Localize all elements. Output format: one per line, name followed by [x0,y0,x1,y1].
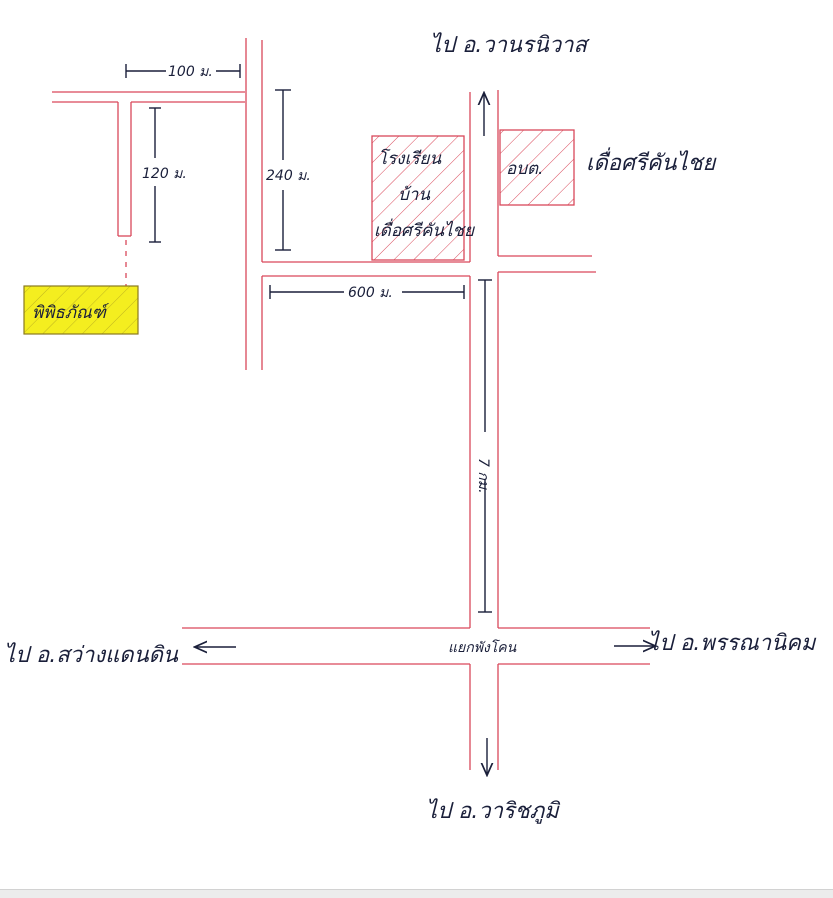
intersection-label: แยกพังโคน [448,639,517,656]
destination-south: ไป อ.วาริชภูมิ [426,798,561,824]
dimension-lines [125,64,492,613]
distance-600m: 600 ม. [348,285,393,301]
school-building [371,135,465,261]
school-label-line3: เดื่อศรีคันไชย [374,218,475,241]
school-label-line1: โรงเรียน [378,148,441,169]
destination-west: ไป อ.สว่างแดนดิน [4,642,179,668]
school-label-line2: บ้าน [398,185,430,205]
destination-east: ไป อ.พรรณานิคม [648,630,817,656]
scroll-footer-bar [0,889,833,898]
school-area [371,135,465,261]
sao-building [499,129,575,206]
roads [52,38,650,770]
direction-arrows [196,94,654,774]
museum-hatch [24,286,138,334]
distance-100m: 100 ม. [168,64,213,80]
sao-area [499,129,575,206]
labels: ไป อ.วานรนิวาส ไป อ.วาริชภูมิ ไป อ.สว่าง… [4,32,817,824]
museum-label: พิพิธภัณฑ์ [32,303,110,323]
distance-240m: 240 ม. [266,168,311,184]
sao-label: อบต. [506,159,543,179]
museum-building [23,285,139,335]
distance-120m: 120 ม. [142,166,187,182]
sao-village-label: เดื่อศรีคันไชย [586,147,718,176]
distance-7km: 7 กม. [475,458,491,494]
destination-north: ไป อ.วานรนิวาส [430,32,591,58]
